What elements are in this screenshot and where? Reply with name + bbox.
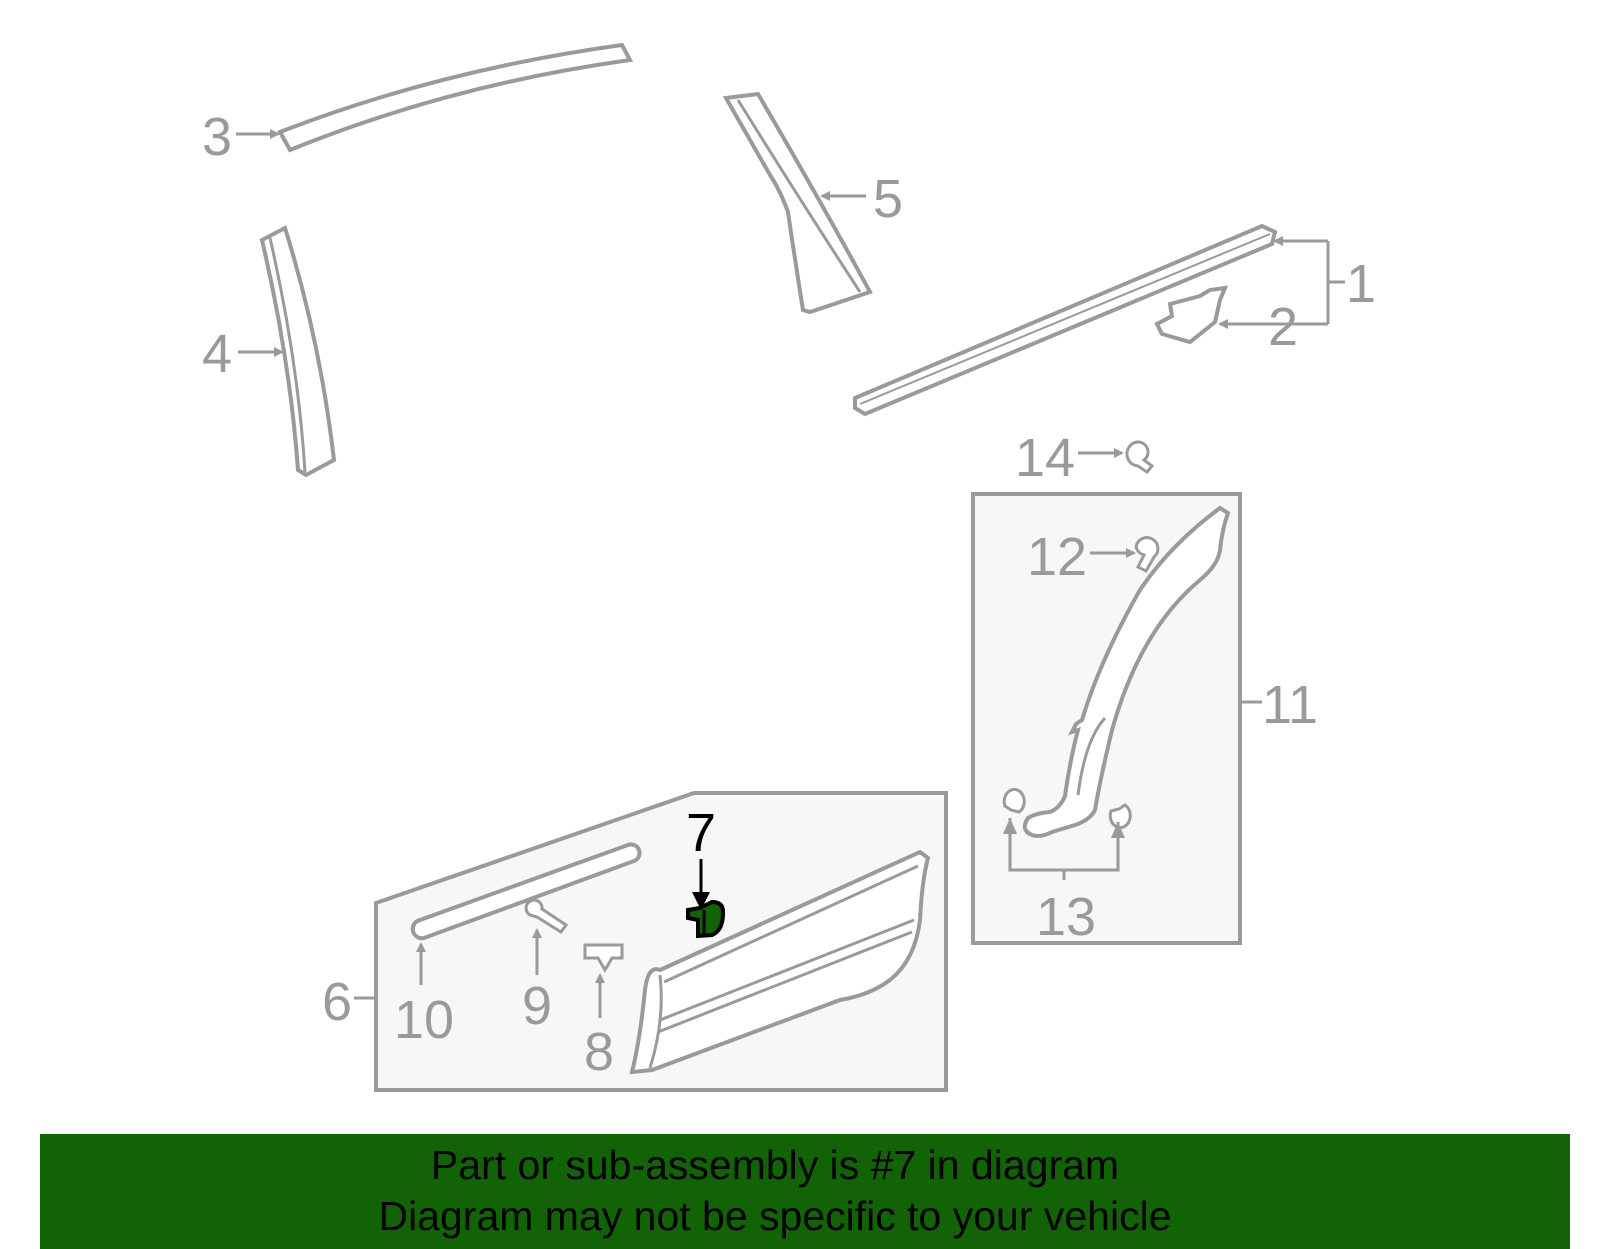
assembly-box-6: 6 (322, 791, 948, 1092)
part-9-screw[interactable] (524, 898, 569, 935)
banner-line-2: Diagram may not be specific to your vehi… (378, 1193, 1172, 1239)
svg-text:3: 3 (202, 107, 232, 167)
svg-text:6: 6 (322, 972, 352, 1032)
svg-text:5: 5 (873, 169, 903, 229)
part-5-pillar-applique[interactable] (722, 91, 873, 315)
svg-text:12: 12 (1027, 527, 1087, 587)
svg-text:2: 2 (1268, 297, 1298, 357)
callout-14: 14 (1015, 428, 1124, 488)
svg-text:7: 7 (686, 803, 716, 863)
part-3-roof-molding[interactable] (277, 42, 634, 153)
svg-text:14: 14 (1015, 428, 1075, 488)
svg-text:11: 11 (1262, 675, 1318, 735)
part-12-clip[interactable] (1134, 536, 1160, 573)
part-14-clip[interactable] (1125, 440, 1155, 474)
part-6-door-molding[interactable] (629, 849, 931, 1075)
banner-line-1: Part or sub-assembly is #7 in diagram (430, 1142, 1120, 1188)
svg-text:8: 8 (584, 1022, 614, 1082)
part-1-belt-molding[interactable] (853, 223, 1278, 417)
part-2-clip[interactable] (1154, 285, 1229, 345)
info-banner: Part or sub-assembly is #7 in diagram Di… (40, 1134, 1570, 1249)
part-10-molding[interactable] (410, 842, 642, 941)
callout-9: 9 (522, 928, 552, 1036)
callout-7: 7 (686, 803, 716, 910)
part-4-pillar-trim[interactable] (259, 225, 337, 478)
callout-4: 4 (202, 324, 284, 384)
callout-13: 13 (1003, 818, 1125, 947)
part-11-pillar-garnish[interactable] (1022, 505, 1231, 838)
callout-1-2: 1 2 (1218, 236, 1376, 357)
svg-text:10: 10 (394, 990, 454, 1050)
callout-12: 12 (1027, 527, 1136, 587)
svg-text:13: 13 (1036, 887, 1096, 947)
svg-text:4: 4 (202, 324, 232, 384)
part-13-clips[interactable] (1002, 788, 1132, 829)
part-7-highlighted[interactable] (686, 899, 726, 939)
callout-5: 5 (820, 169, 903, 229)
callout-10: 10 (394, 942, 454, 1050)
callout-3: 3 (202, 107, 280, 167)
svg-text:1: 1 (1346, 254, 1376, 314)
svg-text:9: 9 (522, 976, 552, 1036)
callout-8: 8 (584, 973, 614, 1082)
part-8-clip[interactable] (583, 943, 624, 973)
